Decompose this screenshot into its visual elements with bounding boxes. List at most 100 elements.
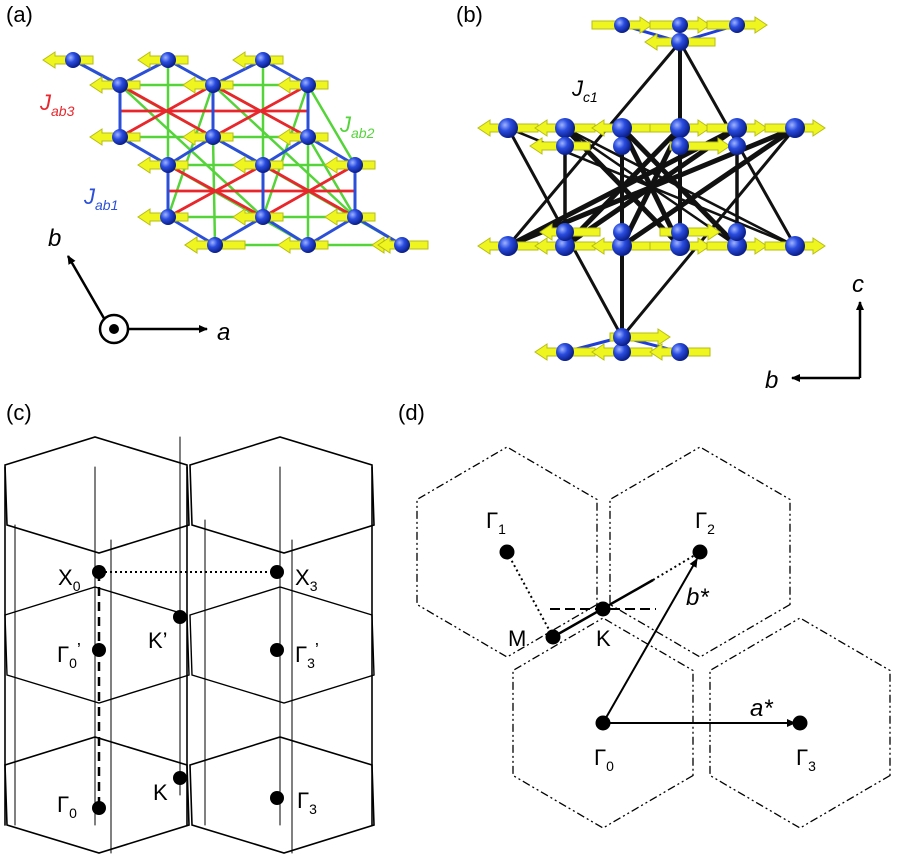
label-a-star: a* (750, 695, 773, 722)
axis-b-label: b (48, 225, 61, 252)
label-jab3-sub: ab3 (51, 103, 75, 119)
high-symmetry-point (92, 801, 106, 815)
bond-jab2 (306, 83, 357, 167)
atom (207, 237, 223, 253)
bond-jab1 (211, 135, 265, 167)
atom (255, 157, 271, 173)
label-jab3: Jab3 (39, 90, 75, 119)
label-kp: K’ (148, 628, 168, 653)
label-g0p-sup: ’ (77, 640, 81, 660)
bond-jab1 (118, 135, 170, 167)
atom (498, 118, 518, 138)
label-g3-c-main: Γ (297, 788, 309, 813)
high-symmetry-point (545, 629, 561, 645)
atom (727, 118, 747, 138)
label-g3-d-main: Γ (796, 745, 808, 770)
high-symmetry-point (270, 565, 284, 579)
brillouin-zone-prisms (4, 436, 375, 854)
atom (347, 209, 363, 225)
atom (612, 236, 632, 256)
atom (612, 118, 632, 138)
label-x3-main: X (295, 565, 310, 590)
vector-b-star (602, 558, 698, 724)
high-symmetry-point (792, 715, 808, 731)
atom (205, 129, 221, 145)
axis-b-label-panel-b: b (765, 367, 778, 394)
atom (785, 118, 805, 138)
bz-hexagon (416, 446, 598, 658)
high-symmetry-point (270, 643, 284, 657)
atom (255, 209, 271, 225)
label-jab2-sub: ab2 (351, 125, 375, 141)
label-x3: X3 (295, 565, 318, 594)
bz-hexagon (609, 446, 791, 658)
high-symmetry-point (92, 565, 106, 579)
label-g0p-sub: 0 (69, 655, 77, 671)
panel-a: (a) Jab3 Jab2 Jab1 b a (6, 2, 429, 346)
label-g1: Γ1 (486, 508, 506, 537)
atom (670, 118, 690, 138)
atom (613, 223, 631, 241)
atom (160, 209, 176, 225)
panel-b-label: (b) (456, 2, 483, 27)
label-g0-c-sub: 0 (69, 805, 77, 821)
panel-d: (d) Γ1 Γ2 M K b* a* Γ0 Γ3 (398, 400, 891, 829)
bonds-jc1 (505, 40, 798, 339)
label-g2-main: Γ (695, 508, 707, 533)
bond-jab1 (166, 135, 215, 167)
atom (671, 33, 689, 51)
high-symmetry-point (270, 791, 284, 805)
bond-jab1 (306, 135, 357, 167)
bond-jab1 (306, 215, 357, 247)
atom (729, 17, 745, 33)
high-symmetry-point (595, 601, 611, 617)
label-x0: X0 (58, 565, 81, 594)
label-g3-c-sub: 3 (309, 801, 317, 817)
label-jab2: Jab2 (339, 112, 375, 141)
label-g3p-sub: 3 (307, 655, 315, 671)
label-g0p-main: Γ (57, 642, 69, 667)
atom (671, 137, 689, 155)
bond-jab1 (261, 135, 310, 167)
brillouin-zone-hexagons (416, 446, 891, 829)
atom (614, 17, 630, 33)
atom (728, 137, 746, 155)
panel-a-label: (a) (6, 2, 33, 27)
atoms-a (65, 52, 410, 253)
atom (613, 137, 631, 155)
label-k-d: K (596, 626, 611, 651)
bz-hexagon (512, 617, 694, 829)
atom (671, 223, 689, 241)
bz-top-hex (189, 436, 375, 554)
label-jc1-sub: c1 (583, 89, 598, 105)
atom (728, 223, 746, 241)
atom (300, 77, 316, 93)
c-high-symmetry-points (92, 565, 284, 815)
atom (727, 236, 747, 256)
atom (300, 237, 316, 253)
atom (670, 236, 690, 256)
panel-d-label: (d) (398, 400, 425, 425)
label-jc1: Jc1 (571, 76, 598, 105)
path-k-g2 (652, 551, 701, 581)
panel-c-label: (c) (6, 400, 32, 425)
spin-arrows-a (42, 51, 429, 254)
bond-jab1 (166, 215, 217, 247)
high-symmetry-point (173, 610, 187, 624)
atom (613, 343, 631, 361)
atom (671, 343, 689, 361)
high-symmetry-point (499, 544, 515, 560)
atoms-b (498, 17, 805, 361)
path-g1-m (506, 551, 554, 638)
label-b-star: b* (686, 584, 709, 611)
atom (555, 236, 575, 256)
bz-top-hex (4, 436, 190, 554)
bond-jab1 (353, 215, 404, 247)
atom (160, 52, 176, 68)
label-jab1: Jab1 (83, 184, 118, 213)
high-symmetry-point (173, 771, 187, 785)
axis-b-arrow (66, 255, 111, 328)
axis-c-dot-icon (109, 324, 119, 334)
label-jab1-main: J (83, 184, 96, 209)
label-g0-c: Γ0 (57, 792, 77, 821)
